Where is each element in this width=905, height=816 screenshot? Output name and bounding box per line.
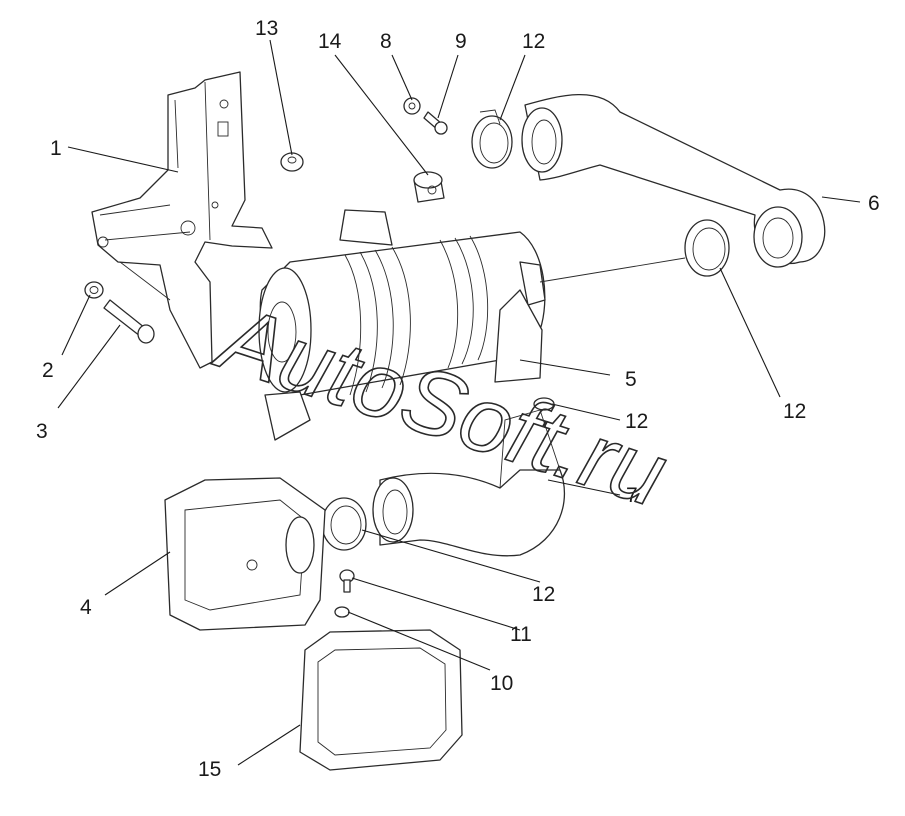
part-2-washer [84, 281, 104, 299]
part-4-cover [164, 477, 326, 631]
part-11-screw [339, 569, 355, 593]
part-1-bracket [91, 71, 273, 369]
callout-6: 6 [868, 192, 880, 215]
callout-1: 1 [50, 137, 62, 160]
callout-2: 2 [42, 359, 54, 382]
part-3-bolt [103, 299, 155, 344]
part-9-bolt [423, 111, 448, 135]
callout-12-right: 12 [783, 400, 806, 423]
callout-3: 3 [36, 420, 48, 443]
part-12-clamp-lower [321, 497, 367, 551]
part-6-intake-hose [521, 93, 826, 268]
callout-13: 13 [255, 17, 278, 40]
callout-12-lower: 12 [532, 583, 555, 606]
part-8-washer [403, 97, 421, 115]
callout-12-middle: 12 [625, 410, 648, 433]
part-7-outlet-hose [372, 409, 566, 557]
callout-labels: 1 2 3 4 5 6 7 8 9 10 11 12 12 12 12 13 1… [36, 17, 880, 781]
callout-10: 10 [490, 672, 513, 695]
callout-11: 11 [510, 623, 532, 646]
part-5-air-filter [258, 209, 686, 441]
callout-12-top: 12 [522, 30, 545, 53]
part-12-clamp-right [684, 219, 730, 277]
callout-8: 8 [380, 30, 392, 53]
part-13-nut [280, 152, 304, 172]
part-15-gasket [299, 629, 463, 771]
callout-7: 7 [626, 484, 638, 507]
callout-9: 9 [455, 30, 467, 53]
part-10-washer [334, 606, 350, 618]
callout-5: 5 [625, 368, 637, 391]
callout-4: 4 [80, 596, 92, 619]
leader-lines [57, 39, 861, 766]
part-14-bushing [413, 171, 445, 203]
part-12-clamp-upper [471, 109, 513, 169]
callout-15: 15 [198, 758, 221, 781]
callout-14: 14 [318, 30, 342, 53]
